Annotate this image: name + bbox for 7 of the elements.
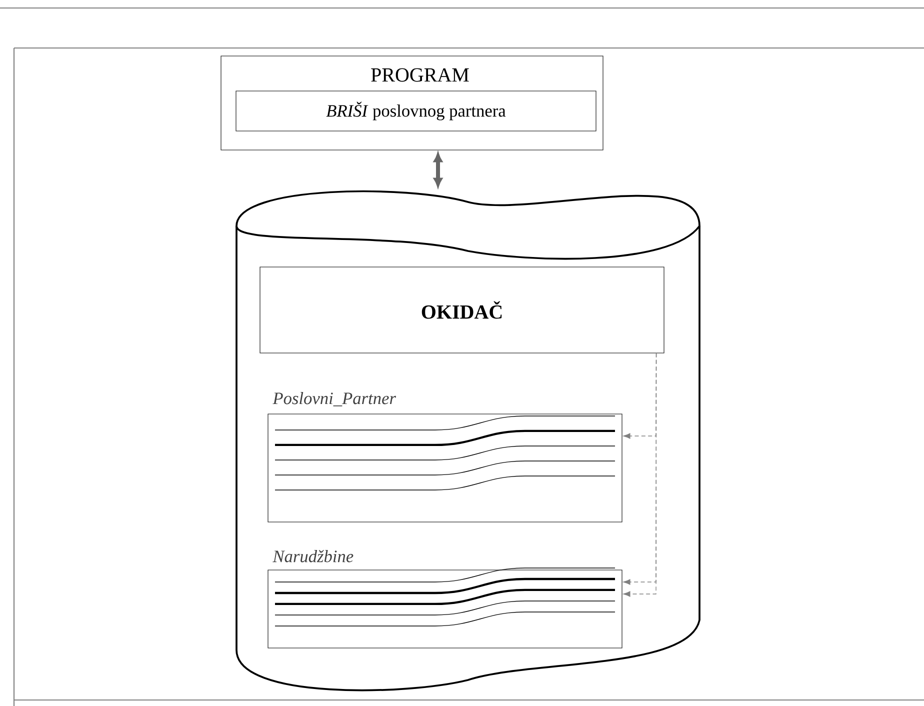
function-box: BRIŠI poslovnog partnera xyxy=(236,90,596,132)
arrow xyxy=(434,153,442,187)
database-cylinder xyxy=(236,190,700,692)
trigger-box: OKIDAČ xyxy=(260,266,664,354)
table-name: Poslovni_Partner xyxy=(272,392,396,406)
program-label: PROGRAM xyxy=(371,68,469,82)
table-name: Narudžbine xyxy=(272,550,354,562)
